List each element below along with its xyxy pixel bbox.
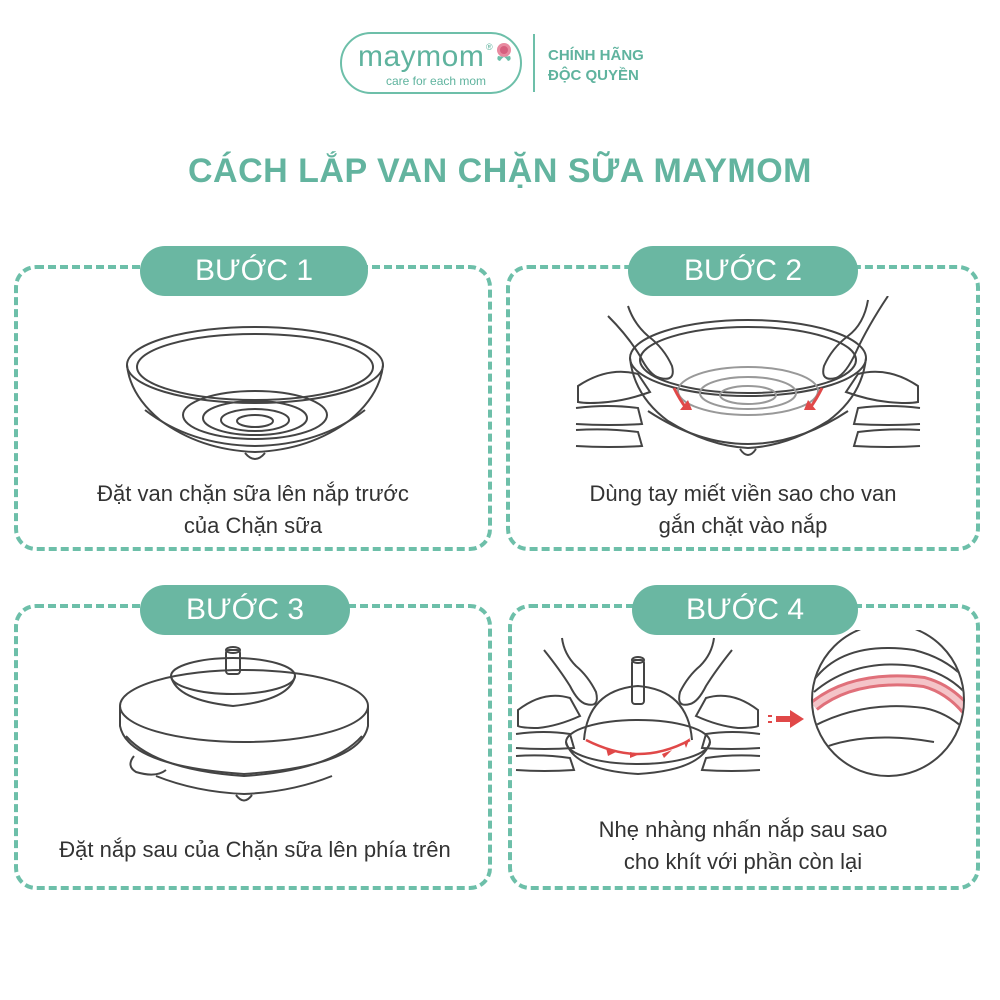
- caption-line-2: gắn chặt vào nắp: [658, 513, 828, 538]
- caption-line-1: Nhẹ nhàng nhấn nắp sau sao: [598, 817, 888, 842]
- brand-tagline: care for each mom: [386, 74, 487, 88]
- badge-line-1: CHÍNH HÃNG: [548, 47, 644, 64]
- badge-line-2: ĐỘC QUYỀN: [548, 67, 639, 84]
- authentic-badge: CHÍNH HÃNG ĐỘC QUYỀN: [548, 46, 644, 86]
- step-label-4: BƯỚC 4: [632, 585, 858, 635]
- step-caption-1: Đặt van chặn sữa lên nắp trước của Chặn …: [30, 478, 476, 542]
- step-label-1: BƯỚC 1: [140, 246, 368, 296]
- flower-icon: [497, 43, 511, 61]
- valve-on-front-cap-illustration: [126, 326, 384, 460]
- registered-mark: ®: [486, 42, 493, 52]
- step-label-3: BƯỚC 3: [140, 585, 350, 635]
- step-caption-3: Đặt nắp sau của Chặn sữa lên phía trên: [24, 834, 486, 866]
- brand-logo: maymom ® care for each mom: [340, 32, 522, 94]
- caption-line-1: Đặt nắp sau của Chặn sữa lên phía trên: [59, 837, 451, 862]
- back-cap-on-top-illustration: [119, 646, 369, 802]
- step-label-2: BƯỚC 2: [628, 246, 858, 296]
- page-title: CÁCH LẮP VAN CHẶN SỮA MAYMOM: [187, 152, 812, 190]
- brand-name: maymom: [358, 40, 485, 73]
- caption-line-2: cho khít với phần còn lại: [623, 849, 863, 874]
- hands-pressing-valve-illustration: [575, 296, 921, 456]
- header-divider: [533, 34, 535, 92]
- caption-line-2: của Chặn sữa: [183, 513, 323, 538]
- caption-line-1: Đặt van chặn sữa lên nắp trước: [97, 481, 409, 506]
- caption-line-1: Dùng tay miết viền sao cho van: [589, 481, 897, 506]
- header: maymom ® care for each mom CHÍNH HÃNG ĐỘ…: [0, 32, 1000, 96]
- step-caption-4: Nhẹ nhàng nhấn nắp sau sao cho khít với …: [520, 814, 966, 878]
- hands-pressing-back-cap-illustration: [515, 630, 965, 777]
- step-caption-2: Dùng tay miết viền sao cho van gắn chặt …: [520, 478, 966, 542]
